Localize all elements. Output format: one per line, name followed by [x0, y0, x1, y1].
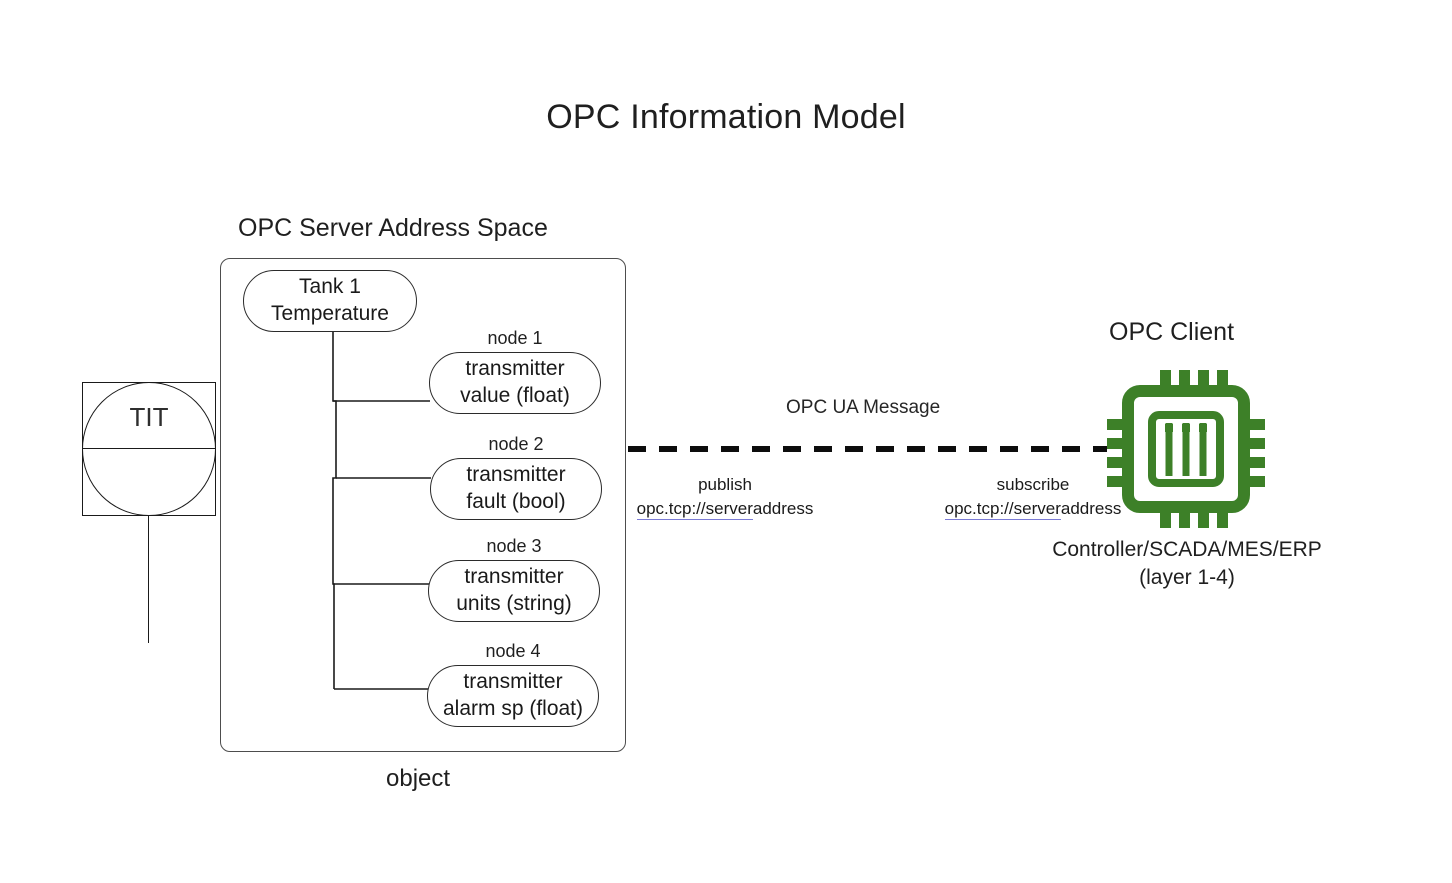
- subscribe-endpoint-block: subscribe opc.tcp://serveraddress: [942, 474, 1124, 521]
- node-3-transmitter-units[interactable]: transmitter units (string): [428, 560, 600, 622]
- node-4-tag: node 4: [485, 641, 541, 661]
- cpu-chip-icon: [1107, 370, 1265, 528]
- subscribe-label: subscribe: [996, 475, 1070, 494]
- node-2-line2: fault (bool): [466, 490, 566, 513]
- page-title: OPC Information Model: [546, 98, 906, 136]
- publish-endpoint-block: publish opc.tcp://serveraddress: [634, 474, 816, 521]
- subscribe-uri: opc.tcp://serveraddress: [942, 498, 1124, 521]
- node-2-line1: transmitter: [466, 463, 566, 487]
- publish-uri-tail: address: [752, 499, 814, 519]
- instrument-circle-shape: [82, 382, 216, 516]
- node-4-line2: alarm sp (float): [442, 697, 584, 720]
- node-2-transmitter-fault[interactable]: transmitter fault (bool): [430, 458, 602, 520]
- node-root-line1: Tank 1: [299, 275, 361, 299]
- node-3-line1: transmitter: [464, 565, 564, 589]
- server-address-space-label: OPC Server Address Space: [238, 214, 548, 242]
- node-2-tag: node 2: [488, 434, 544, 454]
- node-4-line1: transmitter: [463, 670, 563, 694]
- publish-uri: opc.tcp://serveraddress: [634, 498, 816, 521]
- node-3-line2: units (string): [456, 592, 572, 615]
- node-tank1-temperature[interactable]: Tank 1 Temperature: [243, 270, 417, 332]
- opc-client-label: OPC Client: [1109, 318, 1235, 346]
- node-3-tag: node 3: [486, 536, 542, 556]
- instrument-divider-line: [82, 448, 216, 449]
- publish-uri-link[interactable]: opc.tcp://server: [636, 499, 753, 521]
- node-root-line2: Temperature: [271, 302, 389, 325]
- instrument-balloon-icon: TIT: [82, 382, 216, 516]
- publish-label: publish: [698, 475, 752, 494]
- object-caption: object: [386, 765, 451, 792]
- client-role-line2: (layer 1-4): [1139, 565, 1235, 589]
- opc-ua-message-label: OPC UA Message: [786, 397, 941, 418]
- subscribe-uri-tail: address: [1060, 499, 1122, 519]
- node-1-line1: transmitter: [465, 357, 565, 381]
- node-1-tag: node 1: [487, 328, 543, 348]
- client-role-caption: Controller/SCADA/MES/ERP (layer 1-4): [1035, 536, 1339, 591]
- instrument-stem-line: [148, 516, 149, 643]
- subscribe-uri-link[interactable]: opc.tcp://server: [944, 499, 1061, 521]
- node-1-transmitter-value[interactable]: transmitter value (float): [429, 352, 601, 414]
- client-role-line1: Controller/SCADA/MES/ERP: [1052, 538, 1322, 561]
- node-1-line2: value (float): [460, 384, 570, 407]
- instrument-tag-label: TIT: [129, 402, 169, 432]
- node-4-transmitter-alarm-sp[interactable]: transmitter alarm sp (float): [427, 665, 599, 727]
